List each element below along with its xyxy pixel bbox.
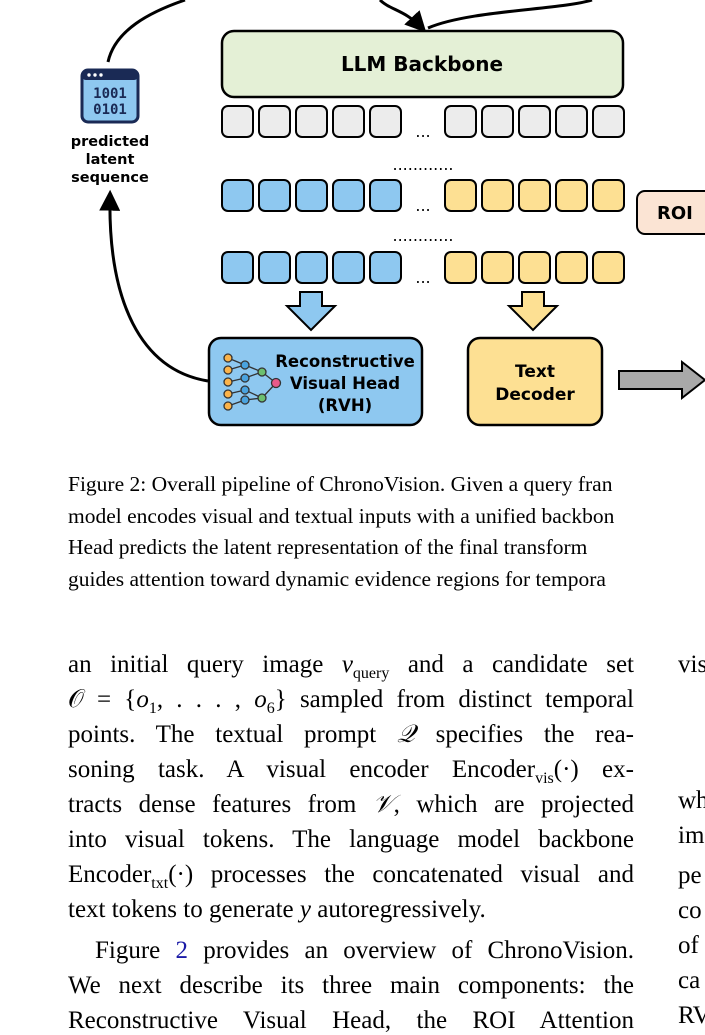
ellipsis-row1: ... bbox=[415, 122, 430, 141]
figure-caption-line-2: model encodes visual and textual inputs … bbox=[68, 504, 615, 528]
ellipsis-long-2: ............ bbox=[392, 226, 453, 245]
top-input-arrow-right bbox=[427, 0, 593, 30]
body-line-3: points. The textual prompt 𝒬 specifies t… bbox=[68, 721, 634, 748]
predicted-latent-line-2: latent bbox=[86, 152, 135, 168]
right-col-fragment-7: ca bbox=[678, 967, 701, 994]
predicted-latent-line-3: sequence bbox=[71, 170, 149, 186]
body-line-6: into visual tokens. The language model b… bbox=[68, 826, 634, 853]
body-line-7: Encodertxt(·) processes the concatenated… bbox=[68, 861, 634, 892]
body-line-4: soning task. A visual encoder Encodervis… bbox=[68, 756, 634, 787]
binary-icon: 1001 0101 bbox=[80, 68, 140, 124]
body-line-1: an initial query image vquery and a cand… bbox=[68, 651, 634, 682]
blue-down-arrow bbox=[284, 291, 338, 332]
right-col-fragment-2: wh bbox=[678, 787, 705, 814]
text-decoder-line-2: Decoder bbox=[495, 385, 575, 405]
rvh-to-latent-arrow bbox=[99, 189, 209, 383]
text-decoder-line-1: Text bbox=[515, 362, 555, 382]
right-col-fragment-4: pe bbox=[678, 862, 702, 889]
ellipsis-long-1: ............ bbox=[392, 155, 453, 174]
right-col-fragment-3: im bbox=[678, 822, 705, 849]
text-decoder-box bbox=[466, 336, 604, 427]
pipeline-diagram: LLM Backbone ... ............ ... ......… bbox=[71, 0, 705, 427]
llm-backbone-box bbox=[220, 29, 625, 99]
llm-backbone-label: LLM Backbone bbox=[341, 52, 503, 76]
output-arrow bbox=[618, 359, 705, 401]
body-line-10: We next describe its three main componen… bbox=[68, 972, 634, 999]
body-line-2: 𝒪 = {o1, . . . , o6} sampled from distin… bbox=[68, 686, 635, 717]
rvh-box bbox=[207, 336, 424, 427]
rvh-line-3: (RVH) bbox=[318, 396, 372, 415]
network-icon bbox=[223, 353, 282, 411]
body-line-5: tracts dense features from 𝒱, which are … bbox=[68, 791, 634, 818]
figure-ref-link[interactable]: 2 bbox=[175, 937, 188, 964]
ellipsis-row3: ... bbox=[415, 268, 430, 287]
body-line-11: Reconstructive Visual Head, the ROI Atte… bbox=[68, 1007, 634, 1034]
yellow-down-arrow bbox=[506, 291, 560, 332]
ellipsis-row2: ... bbox=[415, 196, 430, 215]
body-line-9: Figure 2 provides an overview of ChronoV… bbox=[95, 937, 634, 964]
svg-text:1001: 1001 bbox=[93, 86, 127, 102]
rvh-line-2: Visual Head bbox=[290, 374, 400, 393]
token-row-grey bbox=[221, 105, 625, 138]
output-curve-top bbox=[106, 0, 186, 63]
figure-caption-line-1: Figure 2: Overall pipeline of ChronoVisi… bbox=[68, 472, 613, 496]
body-line-8: text tokens to generate y autoregressive… bbox=[68, 896, 486, 923]
right-col-fragment-1: vis bbox=[678, 651, 705, 678]
top-input-arrow-left bbox=[378, 0, 427, 33]
roi-label: ROI bbox=[657, 203, 693, 224]
right-col-fragment-6: of bbox=[678, 932, 699, 959]
figure-caption-line-3: Head predicts the latent representation … bbox=[68, 535, 588, 559]
rvh-line-1: Reconstructive bbox=[275, 352, 415, 371]
predicted-latent-line-1: predicted bbox=[71, 134, 149, 150]
roi-box bbox=[636, 190, 705, 235]
svg-text:0101: 0101 bbox=[93, 102, 127, 118]
right-col-fragment-8: RV bbox=[678, 1002, 705, 1029]
right-col-fragment-5: co bbox=[678, 897, 702, 924]
token-row-mixed-2 bbox=[221, 251, 625, 284]
figure-caption-line-4: guides attention toward dynamic evidence… bbox=[68, 567, 606, 591]
token-row-mixed-1 bbox=[221, 179, 625, 212]
